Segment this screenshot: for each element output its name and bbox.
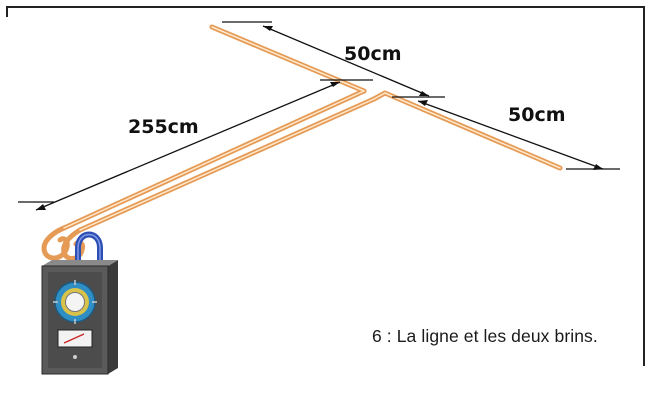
label-right-element: 50cm: [508, 104, 566, 126]
meter-needle: [63, 333, 85, 344]
wire-group: [41, 24, 563, 261]
dimension-arrowheads: [36, 26, 603, 210]
label-feed-line: 255cm: [128, 116, 199, 138]
dimension-lines: [18, 21, 620, 211]
figure-caption: 6 : La ligne et les deux brins.: [372, 326, 598, 346]
meter-side: [108, 260, 118, 374]
measuring-instrument: [41, 231, 118, 375]
frame-border: [6, 6, 645, 366]
meter-top: [42, 260, 118, 266]
label-top-element: 50cm: [344, 43, 402, 65]
meter-knob: [65, 292, 85, 312]
